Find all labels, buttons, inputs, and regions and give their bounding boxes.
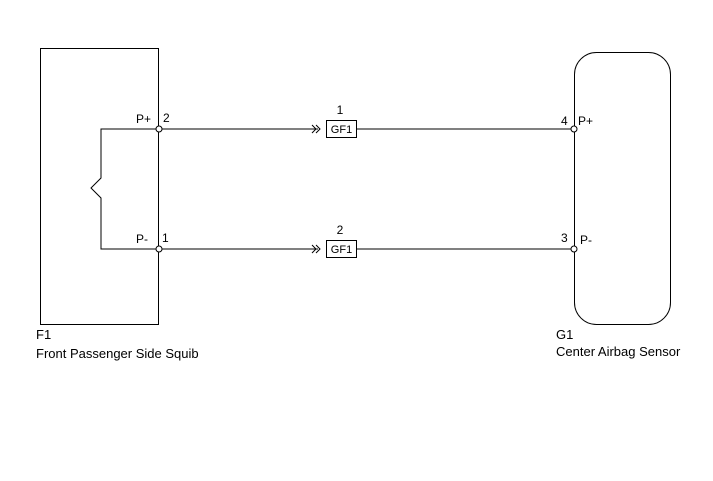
- sensor-pin-label: P+: [578, 114, 593, 128]
- connector-code: GF1: [331, 244, 352, 256]
- sensor-terminal: [570, 125, 578, 133]
- connector-gf1-box: [326, 240, 357, 258]
- squib-component-box: [40, 48, 159, 325]
- connector-gf1-box: [326, 120, 357, 138]
- squib-code: F1: [36, 327, 51, 342]
- squib-pin-number: 1: [162, 231, 169, 245]
- squib-terminal: [155, 245, 163, 253]
- squib-pin-label: P+: [136, 112, 151, 126]
- wire-p-plus: GF1 1 P+ 2 4 P+: [136, 103, 593, 138]
- wire-p-minus: GF1 2 P- 1 3 P-: [136, 223, 592, 258]
- sensor-terminal: [570, 245, 578, 253]
- squib-name: Front Passenger Side Squib: [36, 346, 199, 361]
- connector-pin-number: 1: [337, 103, 344, 117]
- sensor-component-box: [574, 52, 671, 325]
- connector-pin-number: 2: [337, 223, 344, 237]
- connector-code: GF1: [331, 124, 352, 136]
- sensor-pin-number: 3: [561, 231, 568, 245]
- sensor-pin-label: P-: [580, 233, 592, 247]
- squib-pin-number: 2: [163, 111, 170, 125]
- sensor-code: G1: [556, 327, 573, 342]
- squib-element-symbol: [90, 128, 159, 250]
- squib-terminal: [155, 125, 163, 133]
- squib-pin-label: P-: [136, 232, 148, 246]
- sensor-name: Center Airbag Sensor: [556, 344, 681, 359]
- sensor-pin-number: 4: [561, 114, 568, 128]
